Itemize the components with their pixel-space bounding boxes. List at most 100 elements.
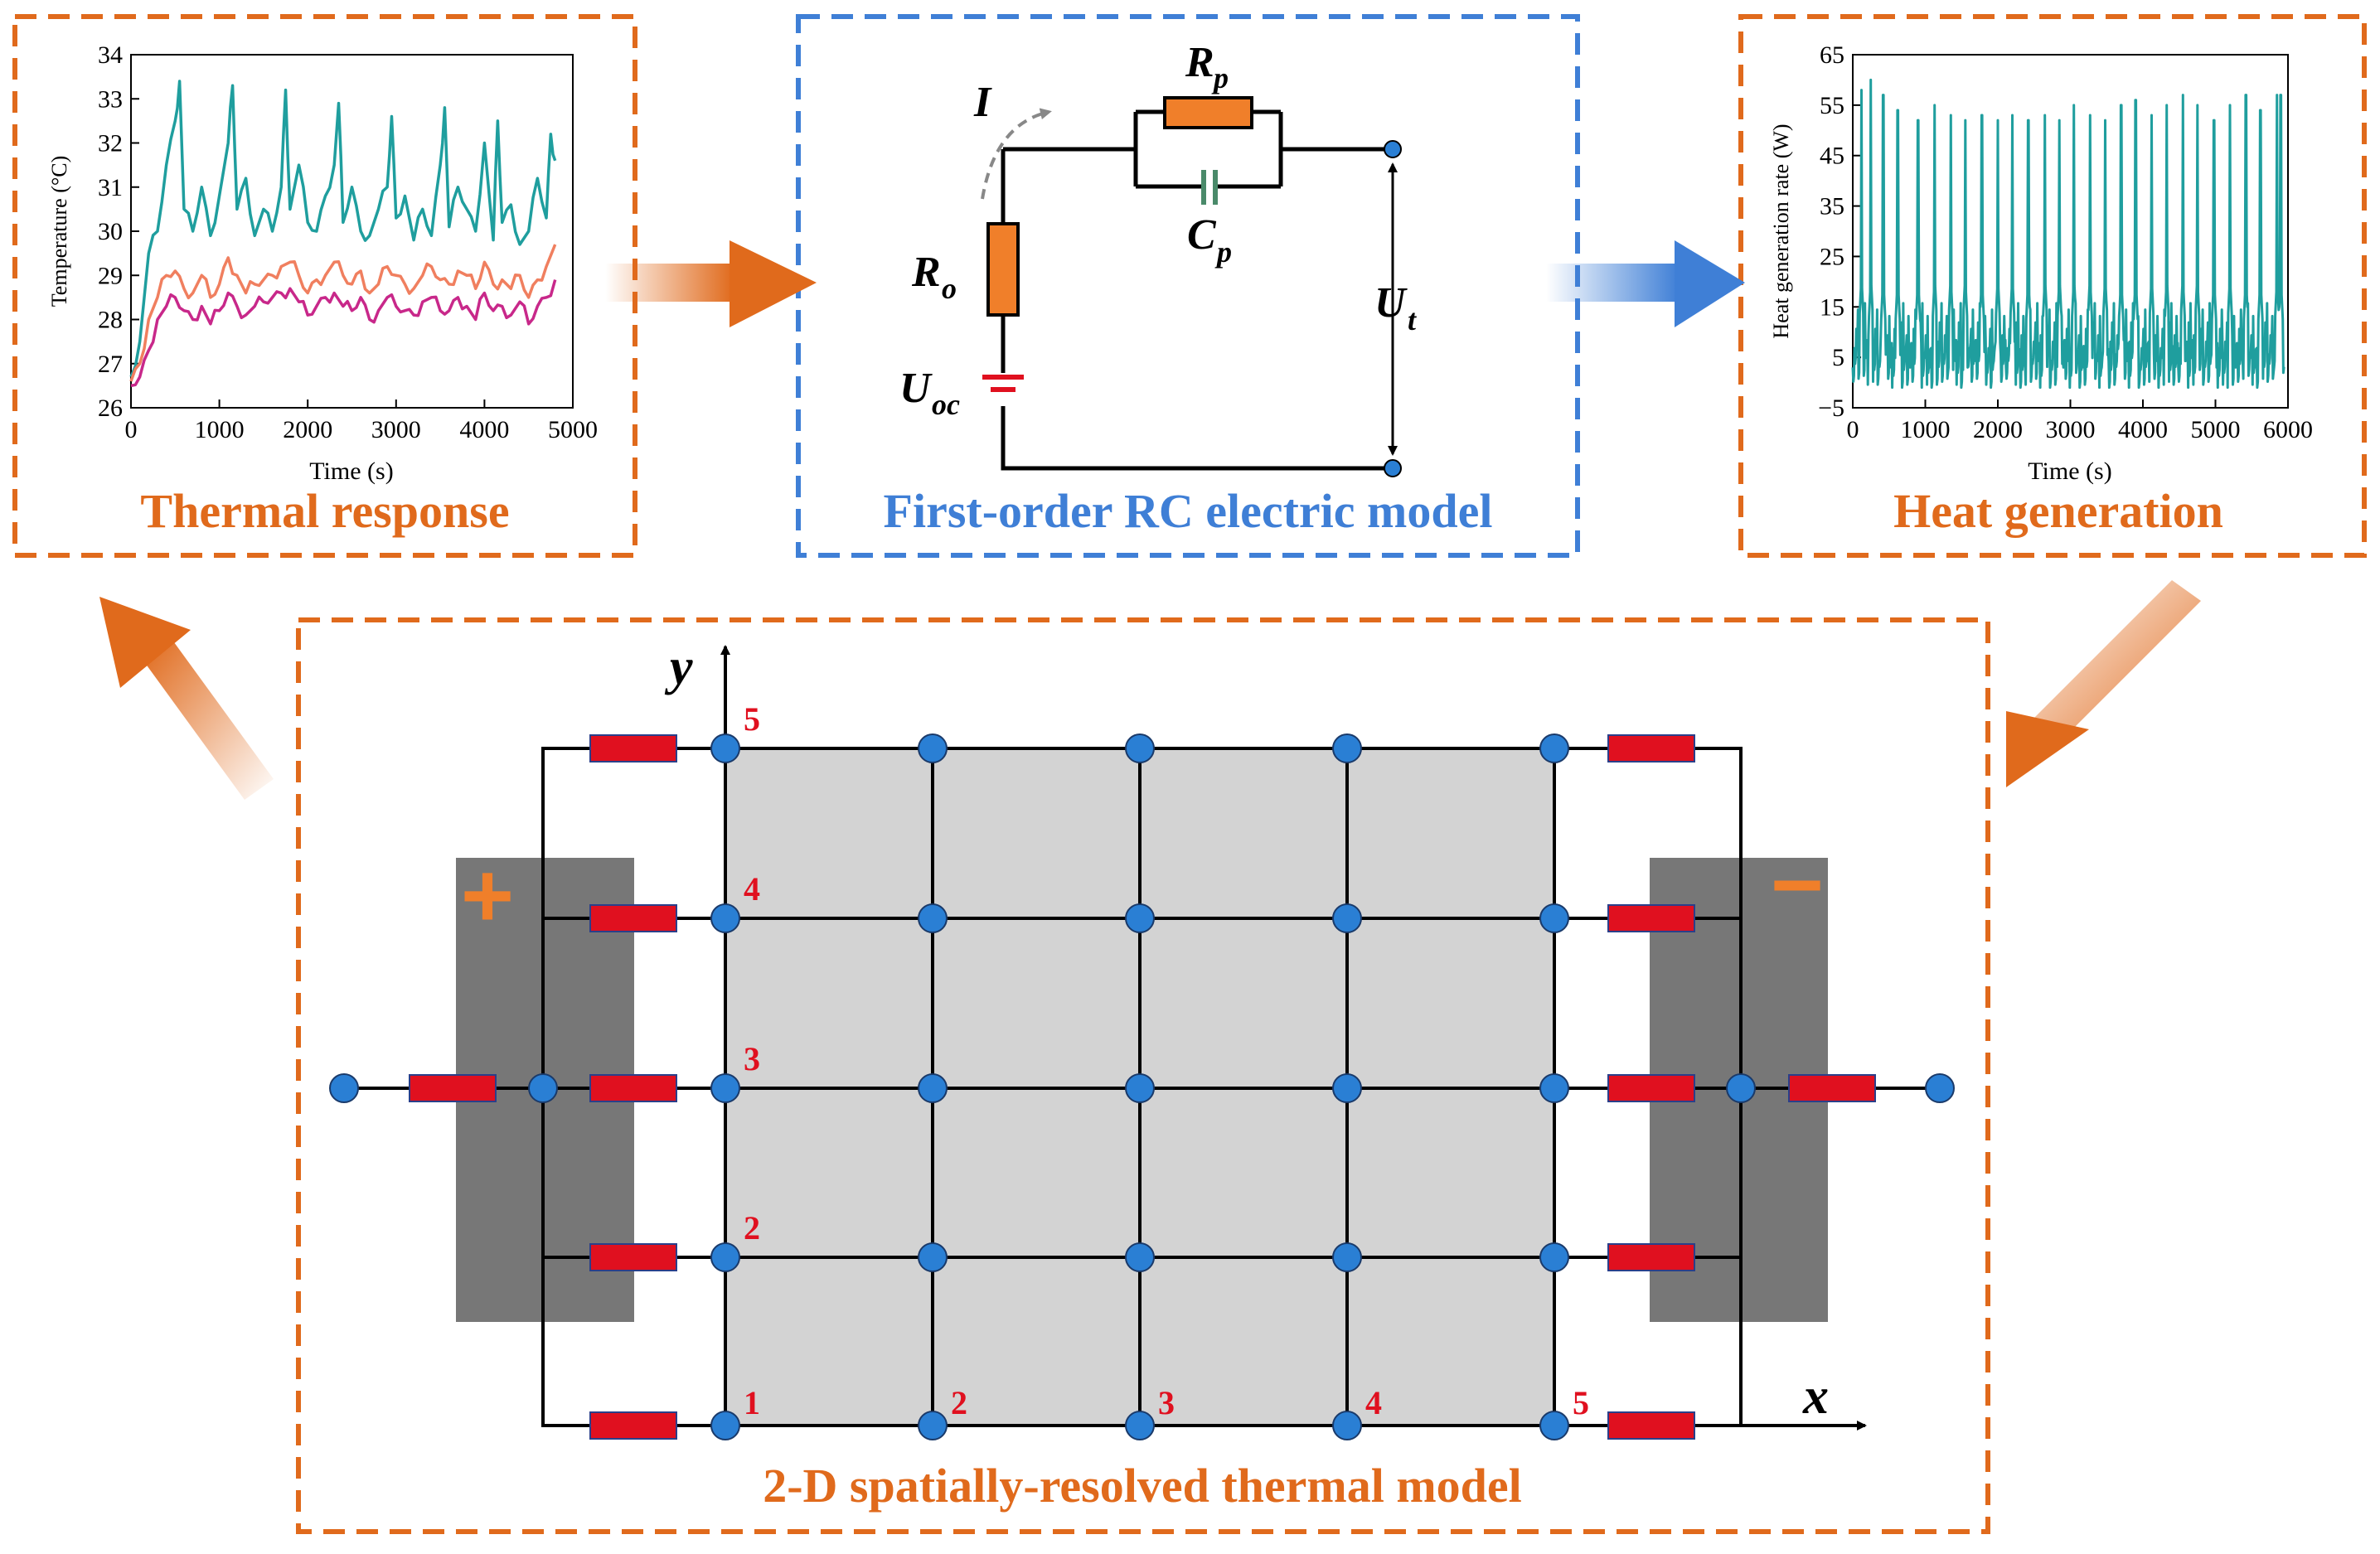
- y-node-number: 5: [744, 700, 760, 738]
- svg-text:R: R: [1185, 39, 1214, 86]
- heat-x-tick-label: 5000: [2191, 416, 2241, 443]
- grid-node: [918, 1411, 948, 1440]
- heat-x-tick-label: 4000: [2118, 416, 2168, 443]
- grid-node: [1125, 1242, 1155, 1272]
- temperature-series-line-1: [129, 80, 557, 378]
- thermal-model-title: 2-D spatially-resolved thermal model: [763, 1459, 1522, 1513]
- right-resistor: [1607, 1411, 1695, 1440]
- temperature-y-tick-label: 30: [98, 218, 123, 245]
- right-resistor: [1607, 904, 1695, 932]
- y-node-number: 2: [744, 1209, 760, 1247]
- grid-node: [918, 1242, 948, 1272]
- svg-text:R: R: [911, 249, 941, 296]
- heat-x-tick-label: 2000: [1973, 416, 2023, 443]
- heat-x-label: Time (s): [2028, 457, 2111, 485]
- left-terminal-resistor: [409, 1074, 497, 1102]
- svg-text:p: p: [1211, 61, 1229, 94]
- temperature-x-tick-label: 2000: [283, 416, 332, 443]
- uoc-label: U oc: [899, 365, 960, 421]
- temperature-x-label: Time (s): [309, 457, 393, 485]
- heat-x-tick-label: 3000: [2046, 416, 2096, 443]
- y-node-number: 4: [744, 870, 760, 908]
- current-label: I: [973, 79, 992, 126]
- left-resistor: [589, 904, 677, 932]
- temperature-y-tick-label: 26: [98, 395, 123, 422]
- heat-x-tick-label: 1000: [1901, 416, 1951, 443]
- temperature-y-tick-label: 29: [98, 262, 123, 289]
- grid-node: [1332, 1073, 1362, 1103]
- svg-text:p: p: [1214, 235, 1232, 269]
- grid-node: [1332, 733, 1362, 763]
- terminal-top: [1384, 140, 1402, 158]
- temperature-x-tick-label: 3000: [371, 416, 421, 443]
- arrow-thermal-model-to-response: [99, 597, 274, 800]
- grid-node: [918, 903, 948, 933]
- grid-node: [1125, 1073, 1155, 1103]
- arrow-rc-to-heat: [1546, 240, 1745, 327]
- grid-node: [710, 1073, 740, 1103]
- x-node-number: 2: [951, 1384, 967, 1421]
- temperature-y-tick-label: 32: [98, 130, 123, 157]
- grid-node: [1332, 1242, 1362, 1272]
- heat-x-tick-label: 6000: [2263, 416, 2313, 443]
- rp-label: R p: [1185, 39, 1229, 94]
- temperature-x-tick-label: 4000: [459, 416, 509, 443]
- heat-y-tick-label: 65: [1820, 41, 1844, 69]
- grid-node: [1539, 733, 1569, 763]
- heat-y-tick-label: 55: [1820, 92, 1844, 119]
- grid-node: [1125, 733, 1155, 763]
- heat-y-tick-label: 45: [1820, 143, 1844, 170]
- terminal-node: [1726, 1073, 1756, 1103]
- temperature-y-tick-label: 34: [98, 41, 123, 69]
- heat-y-tick-label: 5: [1832, 344, 1844, 371]
- heat-y-tick-label: −5: [1818, 395, 1844, 422]
- ro-label: R o: [911, 249, 957, 305]
- temperature-series-line-2: [129, 244, 557, 382]
- heat-series: [1851, 78, 2285, 390]
- temperature-series: [129, 80, 557, 388]
- grid-node: [1539, 1242, 1569, 1272]
- grid-node: [710, 1242, 740, 1272]
- terminal-node: [528, 1073, 558, 1103]
- ut-label: U t: [1374, 279, 1417, 336]
- terminal-bottom: [1384, 459, 1402, 477]
- thermal-response-frame: [12, 14, 637, 558]
- grid-node: [1539, 1411, 1569, 1440]
- ro-resistor: [986, 222, 1020, 317]
- arrow-response-to-rc: [605, 240, 817, 327]
- grid-node: [1332, 1411, 1362, 1440]
- temperature-x-tick-label: 0: [125, 416, 138, 443]
- temperature-y-label: Temperature (°C): [47, 156, 71, 307]
- right-resistor: [1607, 1074, 1695, 1102]
- svg-text:U: U: [1374, 279, 1408, 327]
- x-node-number: 1: [744, 1384, 760, 1421]
- heat-x-ticks: 0 1000 2000 3000 4000 5000 6000: [1847, 399, 2313, 443]
- temperature-x-tick-label: 5000: [548, 416, 598, 443]
- temperature-y-tick-label: 31: [98, 174, 123, 201]
- positive-terminal-symbol: +: [461, 845, 514, 946]
- right-terminal-resistor: [1788, 1074, 1876, 1102]
- rc-model-title: First-order RC electric model: [884, 484, 1493, 538]
- right-resistor: [1607, 734, 1695, 762]
- x-node-number: 4: [1365, 1384, 1382, 1421]
- heat-y-label: Heat generation rate (W): [1769, 123, 1793, 338]
- cp-label: C p: [1187, 211, 1232, 269]
- svg-text:U: U: [899, 365, 933, 412]
- grid-node: [710, 1411, 740, 1440]
- temperature-x-ticks: 0 1000 2000 3000 4000 5000: [125, 399, 598, 443]
- left-resistor: [589, 1411, 677, 1440]
- temperature-x-tick-label: 1000: [195, 416, 245, 443]
- svg-text:oc: oc: [932, 388, 960, 421]
- rp-resistor: [1163, 96, 1253, 129]
- svg-text:C: C: [1187, 211, 1217, 259]
- x-node-number: 5: [1573, 1384, 1589, 1421]
- left-resistor: [589, 1243, 677, 1271]
- thermal-model-frame: [296, 617, 1990, 1534]
- heat-x-tick-label: 0: [1847, 416, 1859, 443]
- grid-node: [710, 903, 740, 933]
- thermal-response-title: Thermal response: [140, 484, 509, 538]
